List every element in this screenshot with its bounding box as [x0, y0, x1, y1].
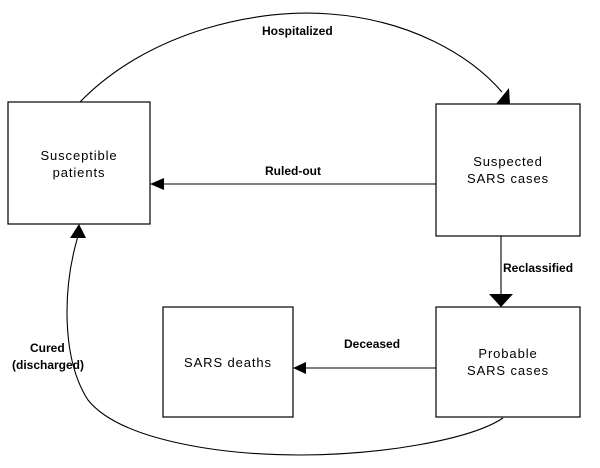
cured-label-line-2: (discharged): [12, 358, 84, 372]
hospitalized-label: Hospitalized: [262, 24, 333, 38]
reclassified-arrowhead: [489, 294, 513, 307]
hospitalized-arrow-line: [79, 12, 503, 103]
suspected-sars-cases-box: [435, 103, 581, 237]
susceptible-patients-label-line-2: patients: [53, 165, 106, 180]
node-probable-sars-cases: Probable SARS cases: [435, 306, 581, 418]
ruled-out-arrowhead: [150, 178, 164, 190]
edge-ruled-out: Ruled-out: [150, 164, 436, 190]
suspected-sars-cases-label-line-2: SARS cases: [467, 171, 549, 186]
susceptible-patients-box: [7, 101, 151, 225]
deceased-arrowhead: [293, 362, 306, 374]
probable-sars-cases-label-line-1: Probable: [478, 346, 537, 361]
edge-reclassified: Reclassified: [489, 236, 573, 307]
hospitalized-arrowhead: [496, 88, 510, 104]
suspected-sars-cases-label-line-1: Suspected: [473, 154, 543, 169]
susceptible-patients-label-line-1: Susceptible: [40, 148, 117, 163]
node-suspected-sars-cases: Suspected SARS cases: [435, 103, 581, 237]
cured-label-line-1: Cured: [30, 341, 65, 355]
edge-cured: Cured (discharged): [12, 224, 504, 456]
cured-arrowhead: [70, 224, 86, 238]
reclassified-label: Reclassified: [503, 261, 573, 275]
sars-deaths-box: [162, 306, 294, 418]
node-susceptible-patients: Susceptible patients: [7, 101, 151, 225]
cured-arrow-line: [66, 235, 504, 456]
edge-deceased: Deceased: [293, 337, 436, 374]
ruled-out-label: Ruled-out: [265, 164, 321, 178]
probable-sars-cases-box: [435, 306, 581, 418]
node-sars-deaths: SARS deaths: [162, 306, 294, 418]
probable-sars-cases-label-line-2: SARS cases: [467, 363, 549, 378]
deceased-label: Deceased: [344, 337, 400, 351]
edge-hospitalized: Hospitalized: [79, 12, 510, 104]
sars-deaths-label: SARS deaths: [184, 355, 272, 370]
